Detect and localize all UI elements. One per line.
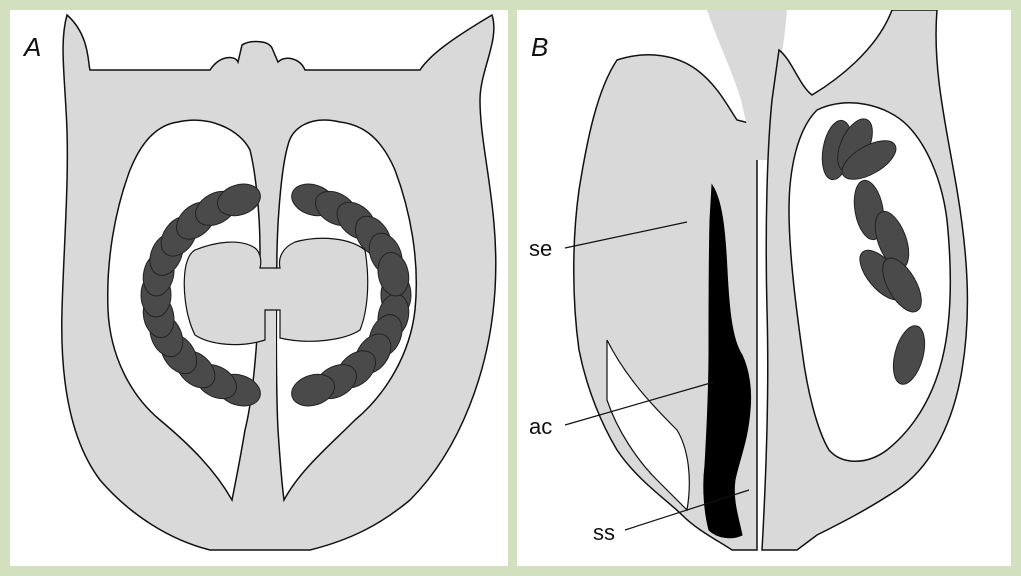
panel-letter-b: B [531, 32, 548, 63]
panel-b-drawing: se ac ss [517, 10, 1011, 566]
panel-letter-a: A [24, 32, 41, 63]
panel-a: A [10, 10, 508, 566]
panel-b: se ac ss B [517, 10, 1011, 566]
label-ss: ss [593, 520, 615, 545]
label-ac: ac [529, 414, 552, 439]
panel-a-drawing [10, 10, 508, 566]
label-se: se [529, 236, 552, 261]
